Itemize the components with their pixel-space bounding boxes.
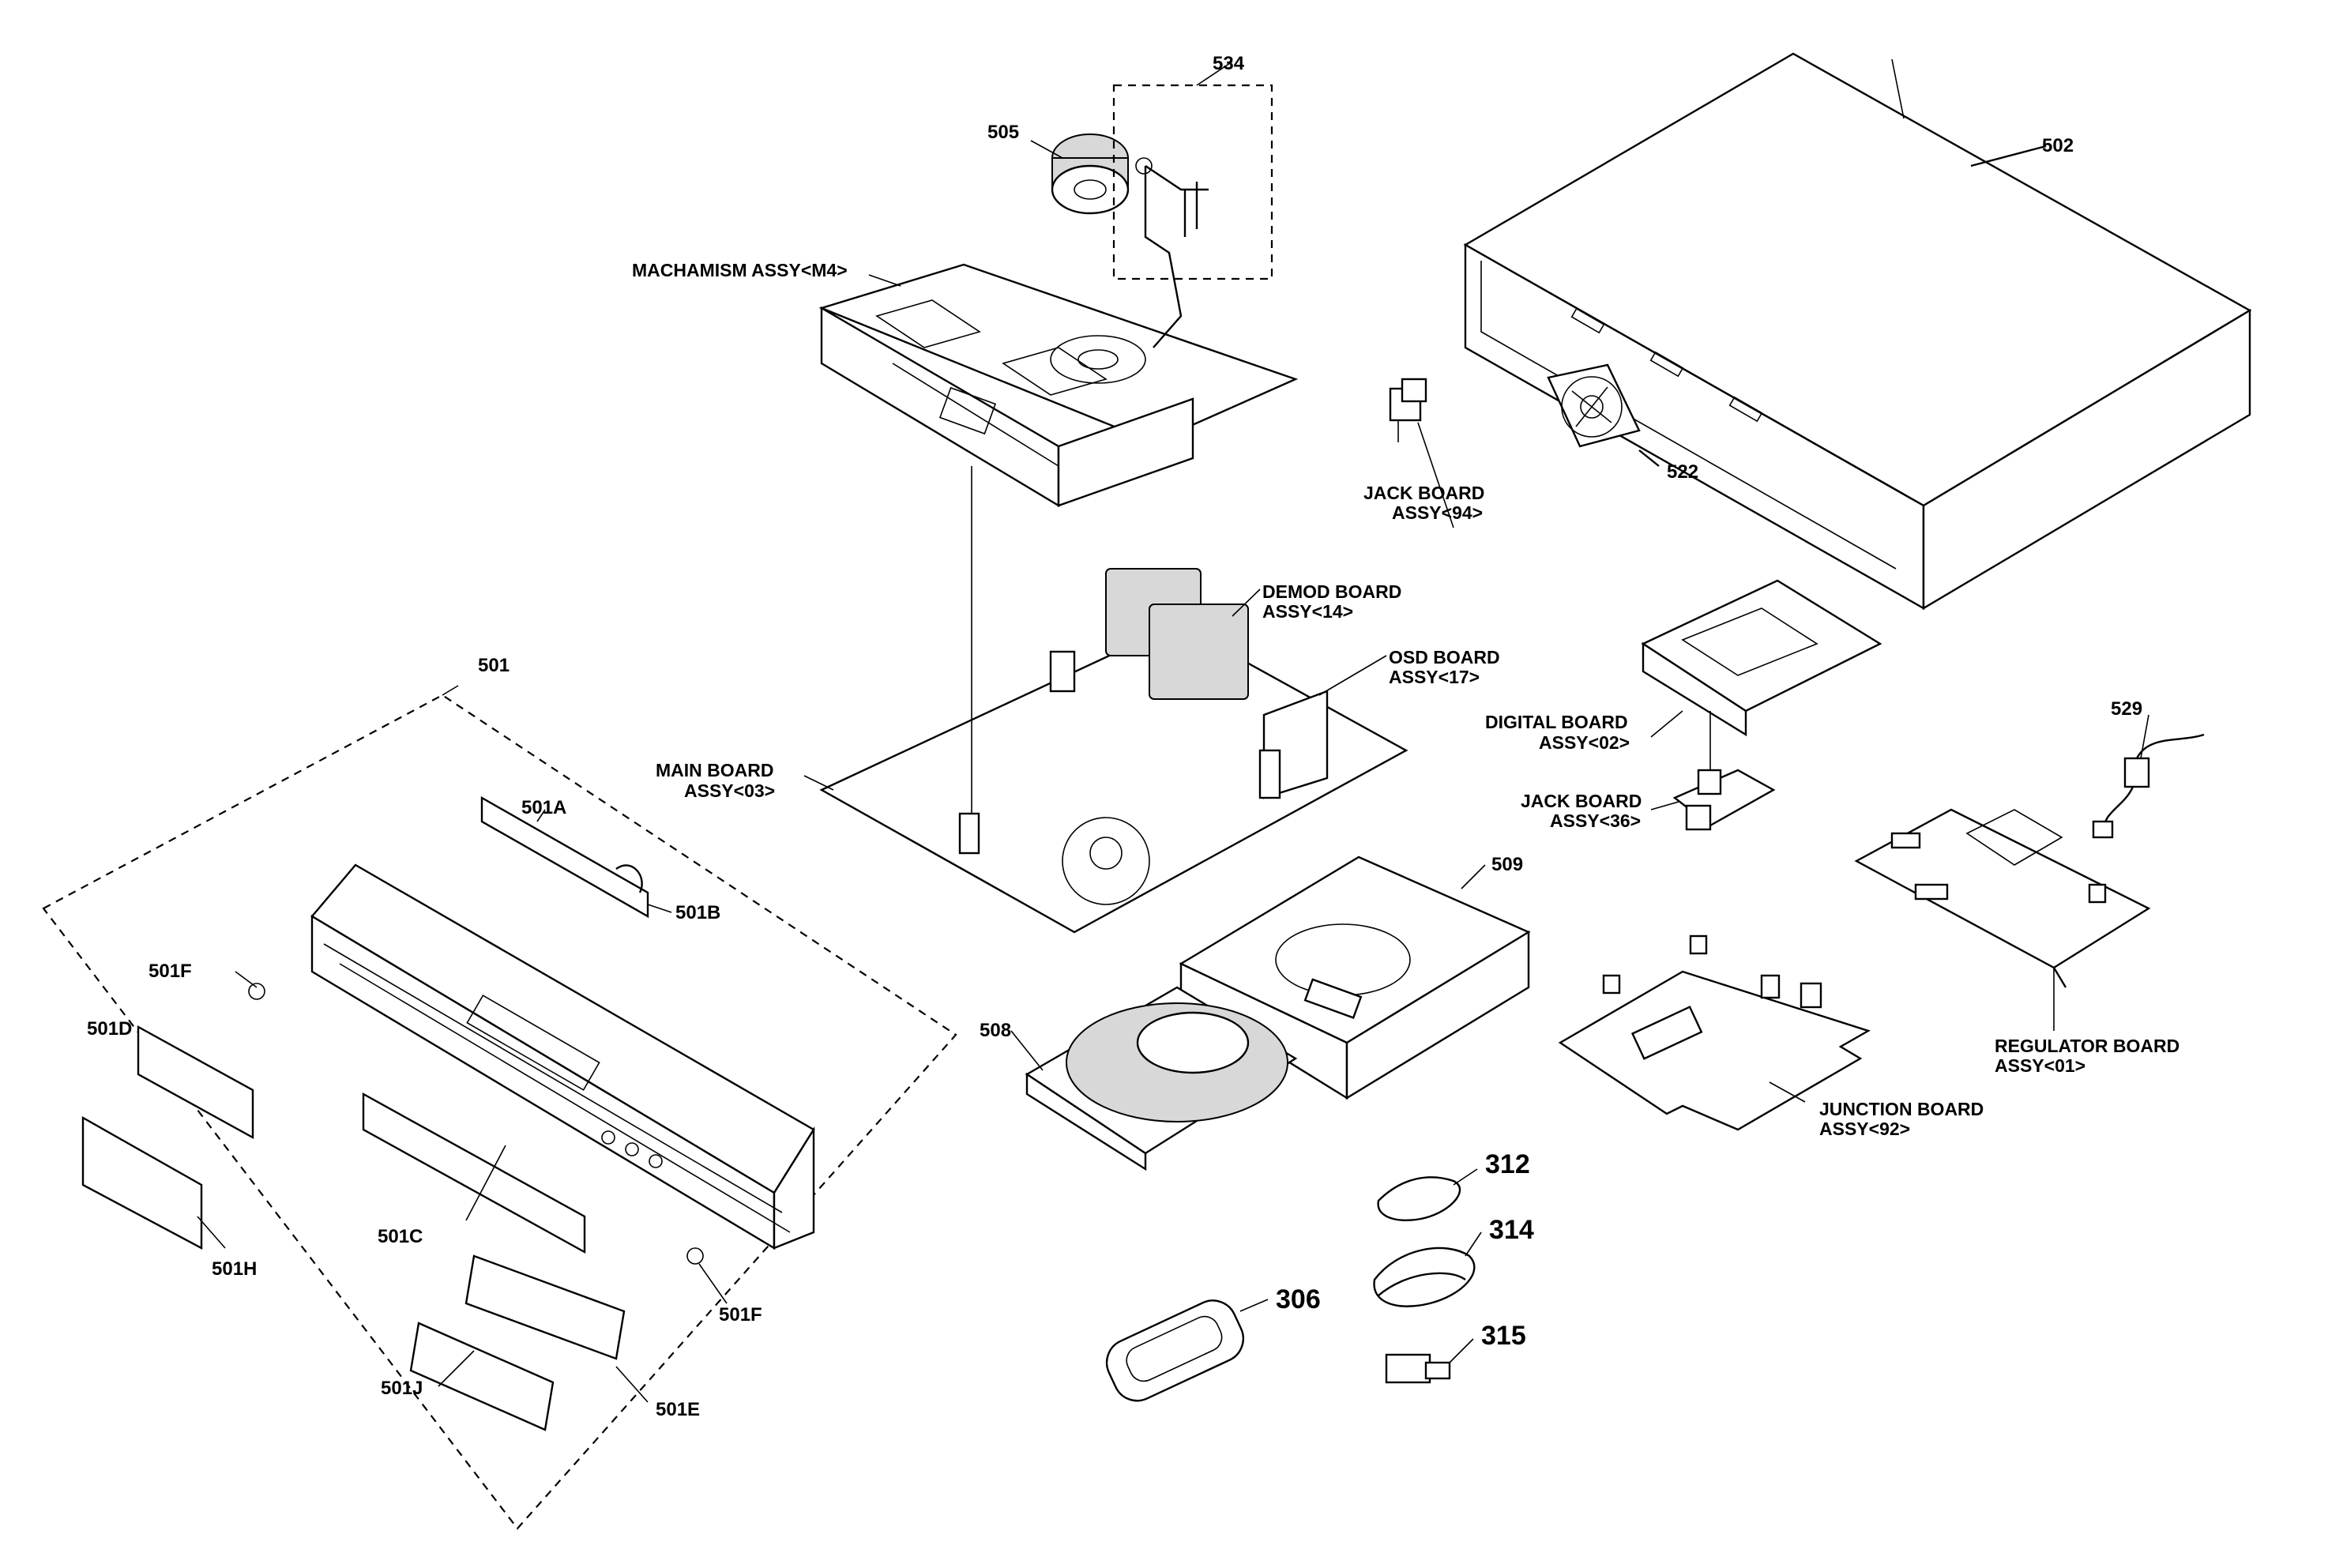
cable-314 [1373,1247,1476,1307]
regulator-board [1854,808,2151,988]
label-mechanism-assy: MACHAMISM ASSY<M4> [632,260,848,280]
label-501: 501 [478,655,510,676]
label-jack-board-36-line1: JACK BOARD [1521,791,1642,811]
label-jack-board-94-line1: JACK BOARD [1363,483,1484,503]
label-505: 505 [987,122,1019,143]
label-digital-board-line2: ASSY<02> [1539,732,1630,753]
label-regulator-board-line1: REGULATOR BOARD [1995,1036,2179,1056]
label-regulator-board-line2: ASSY<01> [1995,1055,2085,1076]
cord-529 [2092,733,2205,839]
label-509: 509 [1491,854,1523,875]
label-junction-board-line1: JUNCTION BOARD [1819,1099,1984,1119]
label-508: 508 [980,1020,1011,1041]
fan-522 [1547,363,1660,467]
label-529: 529 [2111,698,2142,720]
label-jack-board-94-line2: ASSY<94> [1392,502,1483,523]
label-306: 306 [1276,1284,1321,1314]
junction-board [1558,934,1871,1131]
callout-labels: 534 505 502 MACHAMISM ASSY<M4> JACK BOAR… [87,53,2179,1420]
label-312: 312 [1485,1149,1530,1179]
cable-312 [1377,1176,1461,1222]
label-osd-board-line2: ASSY<17> [1389,667,1480,687]
label-jack-board-36-line2: ASSY<36> [1550,810,1641,831]
label-502: 502 [2042,135,2074,156]
label-main-board-line2: ASSY<03> [684,780,775,801]
label-501F-left: 501F [149,961,192,982]
label-501B: 501B [675,902,720,923]
label-501H: 501H [212,1258,257,1280]
label-501A: 501A [521,797,566,818]
demod-board [1049,568,1249,700]
label-501J: 501J [381,1378,423,1399]
front-panel-501 [42,694,957,1530]
label-digital-board-line1: DIGITAL BOARD [1485,712,1628,732]
label-315: 315 [1481,1321,1526,1351]
label-main-board-line1: MAIN BOARD [656,760,774,780]
motor-505 [1051,133,1130,215]
mechanism-assy [818,263,1299,719]
label-501D: 501D [87,1018,132,1040]
label-522: 522 [1667,461,1698,483]
label-junction-board-line2: ASSY<92> [1819,1119,1910,1139]
part-315 [1385,1353,1451,1384]
digital-board [1641,579,1882,782]
jack-board-36 [1672,769,1776,831]
label-534: 534 [1213,53,1245,74]
remote-306 [1105,1299,1244,1402]
leader-lines [197,140,2149,1403]
label-osd-board-line1: OSD BOARD [1389,647,1500,667]
top-cover-502 [1463,52,2252,611]
dvd-tray-508 [1025,986,1298,1171]
jack-board-94 [1389,378,1427,442]
label-demod-board-line1: DEMOD BOARD [1262,581,1401,602]
label-314: 314 [1489,1215,1534,1245]
label-501E: 501E [656,1399,700,1420]
osd-board [1258,690,1329,799]
label-demod-board-line2: ASSY<14> [1262,601,1353,622]
label-501C: 501C [378,1226,423,1247]
label-501F-right: 501F [719,1304,762,1325]
part-534 [1112,61,1273,348]
